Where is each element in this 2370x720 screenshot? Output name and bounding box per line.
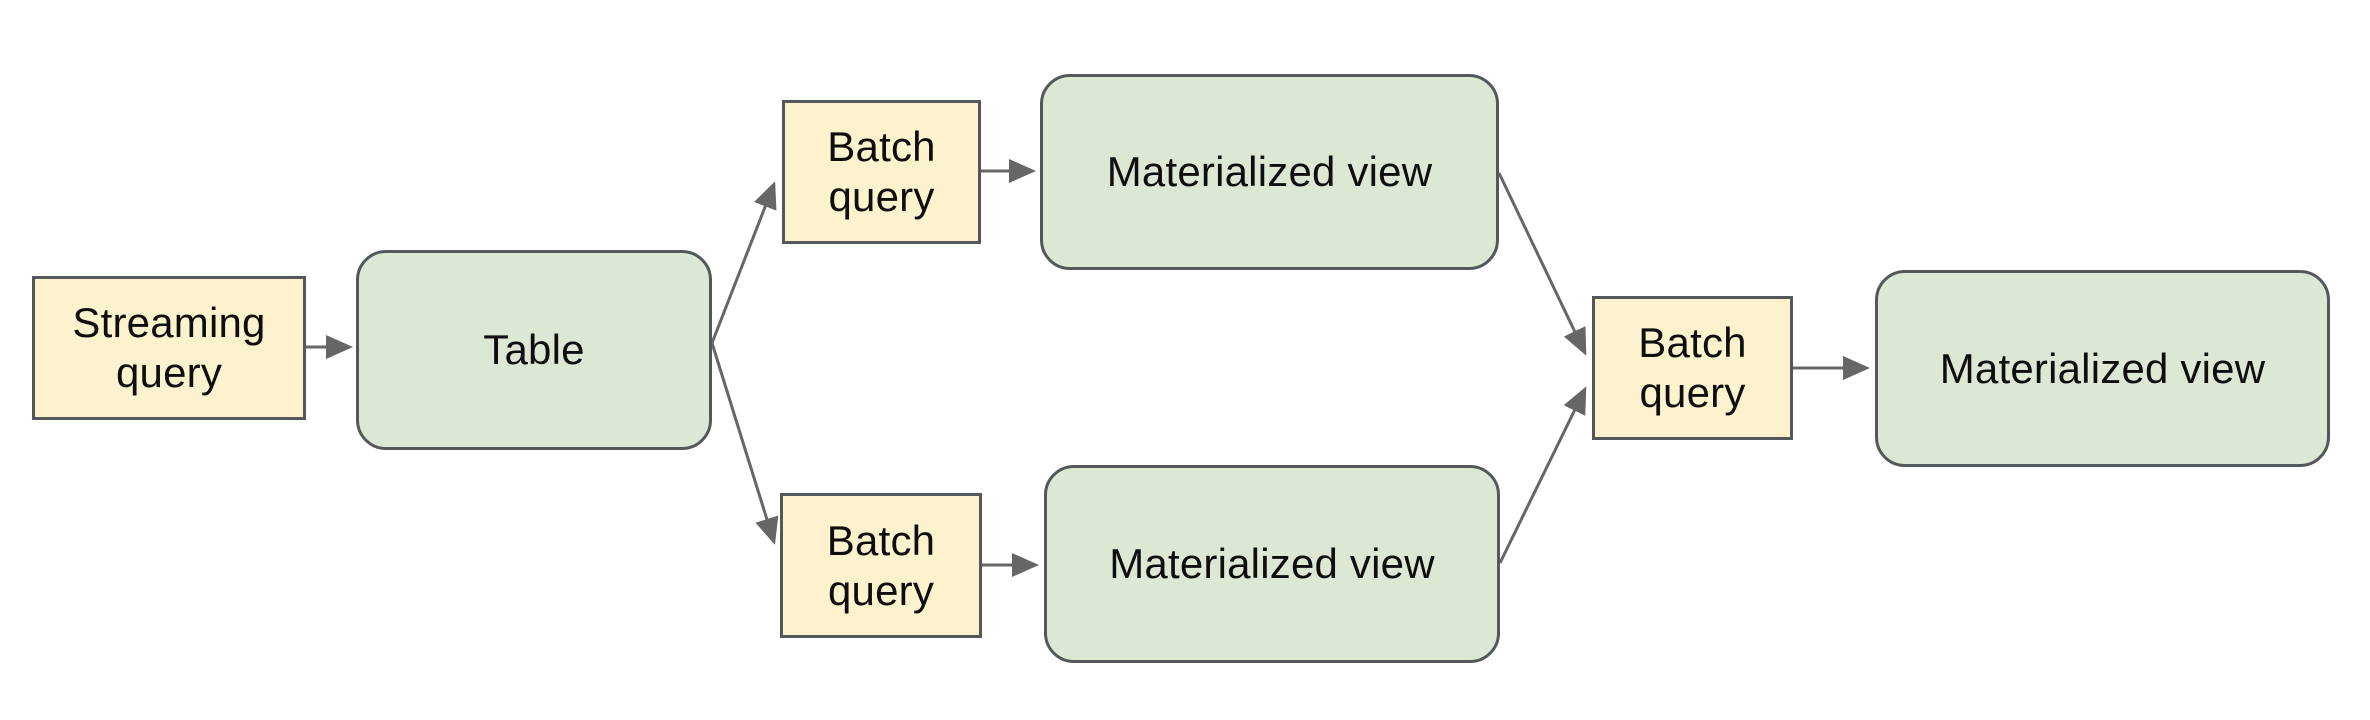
node-streaming-query: Streaming query [32, 276, 306, 420]
edge-materialized-view-top-to-batch-query-right [1497, 172, 1587, 356]
node-materialized-view-top-label: Materialized view [1106, 148, 1433, 196]
node-batch-query-bottom-label: Batch query [826, 516, 936, 614]
edge-table-to-batch-query-bottom [710, 342, 779, 545]
node-batch-query-top-label: Batch query [827, 123, 936, 220]
node-materialized-view-right: Materialized view [1875, 270, 2330, 467]
node-table: Table [356, 250, 712, 450]
node-batch-query-bottom: Batch query [780, 493, 982, 638]
node-batch-query-right: Batch query [1592, 296, 1793, 440]
node-materialized-view-bottom: Materialized view [1044, 465, 1500, 663]
node-materialized-view-top: Materialized view [1040, 74, 1499, 270]
node-batch-query-top: Batch query [782, 100, 981, 244]
node-streaming-query-label: Streaming query [72, 299, 266, 396]
node-materialized-view-bottom-label: Materialized view [1109, 540, 1435, 588]
node-batch-query-right-label: Batch query [1638, 319, 1747, 416]
edge-materialized-view-bottom-to-batch-query-right [1498, 386, 1587, 564]
node-table-label: Table [483, 326, 585, 374]
edge-table-to-batch-query-top [710, 181, 777, 344]
node-materialized-view-right-label: Materialized view [1939, 344, 2266, 392]
